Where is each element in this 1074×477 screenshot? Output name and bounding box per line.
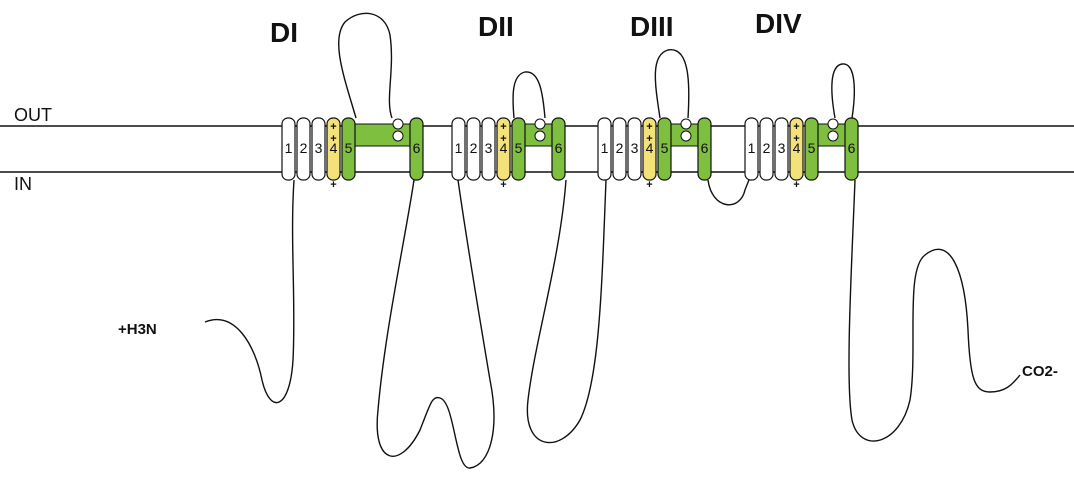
s4-charge-diii-1: + (646, 133, 652, 145)
di-dii-linker (377, 180, 494, 468)
diii-extracellular-loop (655, 50, 688, 118)
helix-number-s6-di: 6 (413, 140, 421, 156)
in-label: IN (14, 174, 32, 194)
s4-charge-dii-0: + (500, 121, 506, 133)
domain-label-div: DIV (755, 8, 802, 39)
helix-number-s3-di: 3 (315, 140, 323, 156)
s4-charge-di-1: + (330, 133, 336, 145)
div-extracellular-loop (832, 64, 854, 118)
domain-label-dii: DII (478, 11, 514, 42)
helix-number-s1-dii: 1 (455, 140, 463, 156)
n-terminal-tail (205, 180, 294, 403)
helix-number-s3-diii: 3 (631, 140, 639, 156)
s4-charge-di-0: + (330, 121, 336, 133)
helix-number-s3-div: 3 (778, 140, 786, 156)
selectivity-residue-dii-1 (535, 131, 545, 141)
helix-number-s2-dii: 2 (470, 140, 478, 156)
dii-diii-linker (527, 180, 606, 443)
c-terminal-tail (849, 180, 1020, 441)
helix-number-s5-dii: 5 (515, 140, 523, 156)
selectivity-residue-diii-1 (681, 131, 691, 141)
helix-number-s1-diii: 1 (601, 140, 609, 156)
helix-number-s2-di: 2 (300, 140, 308, 156)
s4-charge-diii-2: + (646, 179, 652, 191)
n-terminus-label: +H3N (118, 321, 157, 338)
selectivity-residue-div-0 (828, 119, 838, 129)
di-extracellular-loop (339, 13, 392, 118)
c-terminus-label: CO2- (1022, 363, 1058, 380)
helix-number-s5-di: 5 (345, 140, 353, 156)
helix-number-s6-div: 6 (848, 140, 856, 156)
helix-number-s5-div: 5 (808, 140, 816, 156)
selectivity-residue-diii-0 (681, 119, 691, 129)
helix-number-s2-div: 2 (763, 140, 771, 156)
helix-number-s1-div: 1 (748, 140, 756, 156)
domain-label-diii: DIII (630, 11, 674, 42)
s4-charge-dii-2: + (500, 179, 506, 191)
out-label: OUT (14, 105, 52, 125)
polypeptide-backbone (205, 13, 1020, 468)
dii-extracellular-loop (513, 72, 545, 118)
s4-charge-div-1: + (793, 133, 799, 145)
selectivity-residue-di-1 (393, 131, 403, 141)
selectivity-residue-dii-0 (535, 119, 545, 129)
helix-number-s3-dii: 3 (485, 140, 493, 156)
s4-charge-di-2: + (330, 179, 336, 191)
helix-number-s6-diii: 6 (701, 140, 709, 156)
domain-label-di: DI (270, 17, 298, 48)
s4-charge-div-0: + (793, 121, 799, 133)
selectivity-residue-di-0 (393, 119, 403, 129)
helix-number-s6-dii: 6 (555, 140, 563, 156)
selectivity-residue-div-1 (828, 131, 838, 141)
s4-charge-div-2: + (793, 179, 799, 191)
helix-number-s1-di: 1 (285, 140, 293, 156)
s4-charge-diii-0: + (646, 121, 652, 133)
helix-number-s2-diii: 2 (616, 140, 624, 156)
helix-number-s5-diii: 5 (661, 140, 669, 156)
s4-charge-dii-1: + (500, 133, 506, 145)
